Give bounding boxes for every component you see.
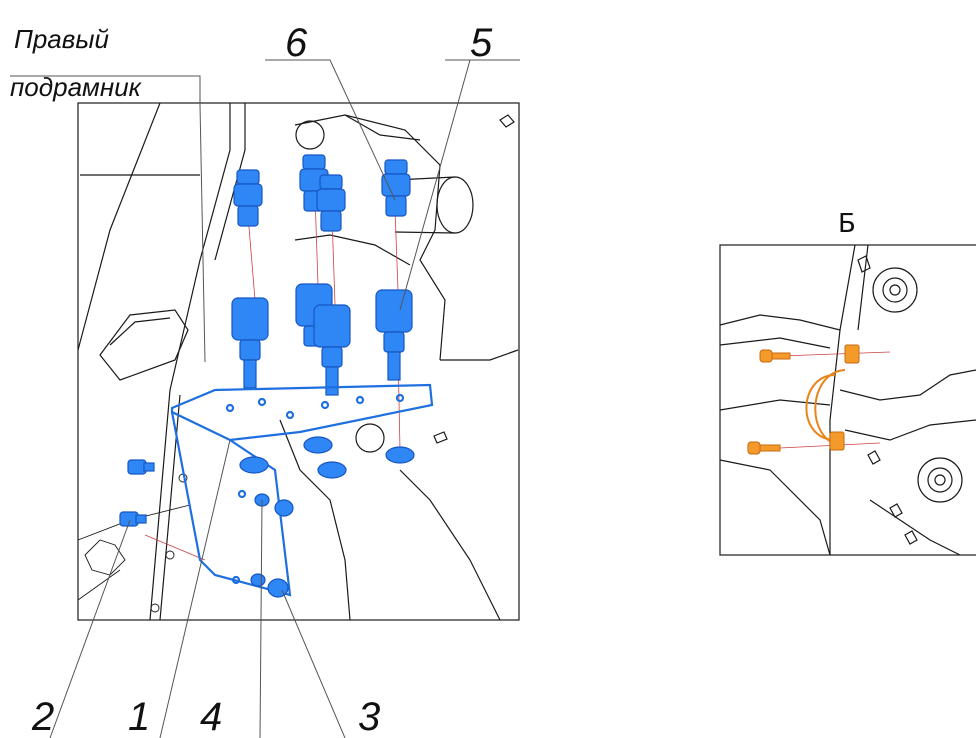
assembly-lines <box>144 194 401 561</box>
main-view: Правый подрамник 6 5 2 1 4 3 <box>10 21 520 738</box>
leader-lines <box>10 59 520 738</box>
coupling-upper-3 <box>316 174 346 232</box>
lower-couplings <box>231 283 413 396</box>
subframe-structure <box>77 102 519 621</box>
detail-view-frame <box>719 244 976 556</box>
callout-5: 5 <box>470 21 493 65</box>
detail-view: Б <box>719 209 976 556</box>
coupling-upper-4 <box>381 159 411 217</box>
fasteners <box>119 436 415 598</box>
callout-4: 4 <box>200 695 222 738</box>
callout-2: 2 <box>31 695 54 738</box>
coupling-upper-1 <box>233 169 263 227</box>
clamp-bolts <box>747 349 791 455</box>
callout-3: 3 <box>358 695 380 738</box>
pipe-clamp <box>805 344 860 451</box>
coupling-lower-3 <box>313 304 351 396</box>
callout-1: 1 <box>128 695 150 738</box>
subframe-label-line2: подрамник <box>10 72 143 102</box>
main-view-frame <box>77 102 520 621</box>
coupling-lower-4 <box>375 289 413 381</box>
mounting-bracket <box>170 383 434 597</box>
upper-couplings <box>233 154 411 232</box>
detail-view-letter: Б <box>838 209 856 239</box>
coupling-lower-1 <box>231 297 269 389</box>
callout-6: 6 <box>285 21 308 65</box>
subframe-label-line1: Правый <box>14 24 109 54</box>
detail-structure <box>719 244 976 556</box>
